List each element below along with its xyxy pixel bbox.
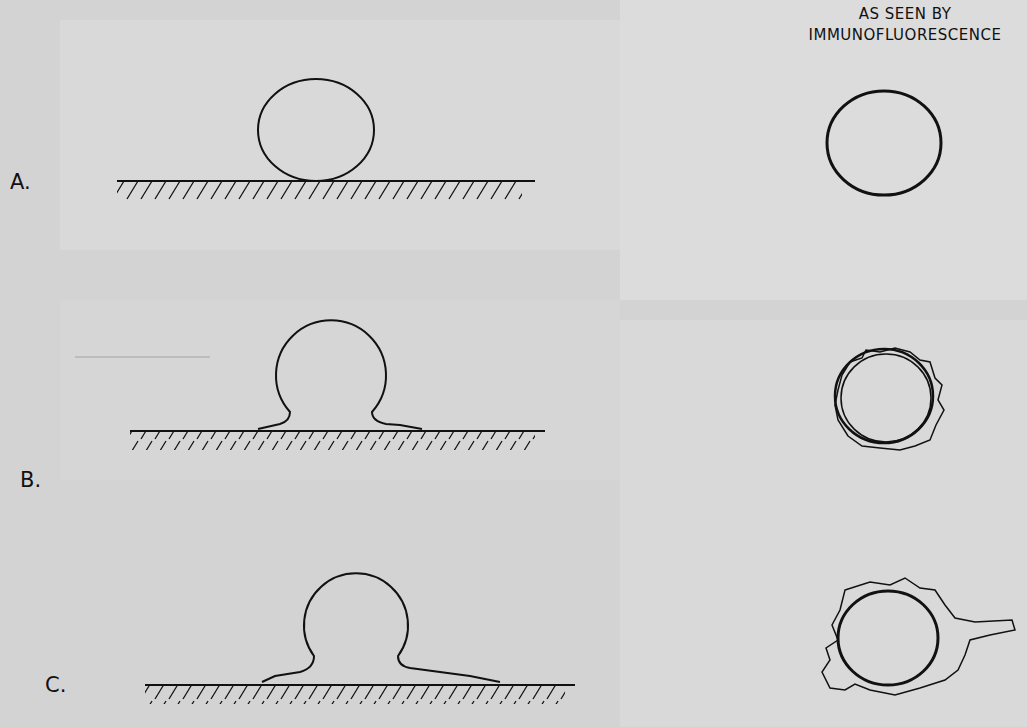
row-letter: A. bbox=[10, 170, 31, 194]
spreading-cell bbox=[262, 573, 500, 682]
column-heading: AS SEEN BY IMMUNOFLUORESCENCE bbox=[788, 4, 1022, 46]
cell-outline bbox=[827, 91, 941, 195]
cell-outline bbox=[838, 591, 938, 685]
cell-outline bbox=[841, 354, 931, 442]
row-letter: C. bbox=[45, 673, 66, 697]
smudge bbox=[75, 356, 210, 358]
spreading-cell bbox=[258, 320, 422, 429]
round-cell bbox=[258, 79, 374, 181]
paper-patch bbox=[620, 0, 1027, 300]
row-letter: B. bbox=[20, 468, 41, 492]
substrate bbox=[130, 431, 545, 450]
substrate bbox=[117, 181, 535, 200]
paper-patch bbox=[60, 300, 620, 480]
paper-patch bbox=[60, 20, 620, 250]
paper-patch bbox=[620, 320, 1027, 727]
spread-outline bbox=[822, 578, 1015, 695]
spread-outline bbox=[835, 348, 944, 450]
substrate bbox=[145, 685, 575, 704]
